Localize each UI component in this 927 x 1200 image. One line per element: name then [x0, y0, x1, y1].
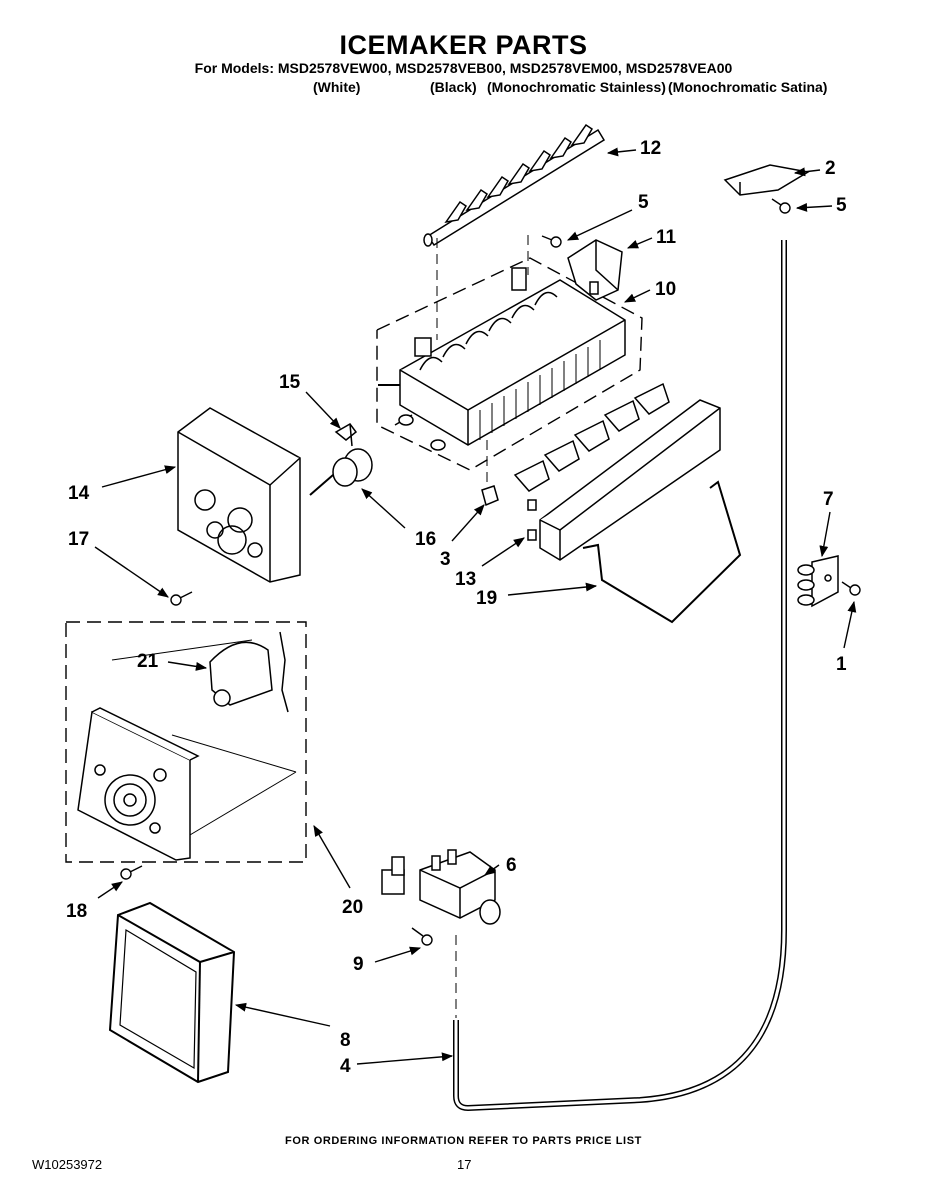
motor-part — [209, 631, 289, 713]
callout-14: 14 — [68, 483, 90, 504]
control-housing-part — [177, 407, 301, 583]
callout-11: 11 — [656, 227, 677, 248]
callout-18: 18 — [66, 901, 87, 922]
callout-8: 8 — [340, 1030, 351, 1051]
callout-16: 16 — [415, 529, 436, 550]
control-module-part — [77, 707, 200, 861]
leader-arrows — [94, 147, 857, 1065]
tube-clamp-part — [797, 555, 839, 608]
callout-4: 4 — [340, 1056, 351, 1077]
callout-7: 7 — [823, 489, 834, 510]
ice-mold-part — [378, 267, 626, 451]
shutoff-arm-part — [582, 480, 742, 624]
callout-17: 17 — [68, 529, 89, 550]
icemaker-assembly-outline — [376, 257, 643, 471]
screw-part — [541, 235, 562, 248]
screw-part — [170, 591, 193, 606]
color-variant-black: (Black) — [430, 79, 477, 95]
screw-part — [120, 865, 143, 880]
thermostat-clip-part — [334, 423, 358, 447]
callout-9: 9 — [353, 954, 364, 975]
callout-1: 1 — [836, 654, 847, 675]
control-kit-outline — [65, 621, 307, 863]
page-title: ICEMAKER PARTS — [339, 30, 588, 60]
models-line: For Models: MSD2578VEW00, MSD2578VEB00, … — [194, 60, 733, 76]
callout-labels: 12 2 5 5 11 10 15 14 16 3 13 19 17 7 1 2… — [66, 138, 847, 1077]
water-valve-part — [381, 849, 501, 925]
callout-10: 10 — [655, 279, 676, 300]
screw-part — [841, 581, 861, 596]
color-variant-stainless: (Monochromatic Stainless) — [487, 79, 666, 95]
color-variant-satina: (Monochromatic Satina) — [668, 79, 828, 95]
clip-part — [481, 485, 499, 507]
color-variant-white: (White) — [313, 79, 361, 95]
callout-13: 13 — [455, 569, 476, 590]
bracket-part — [567, 239, 623, 301]
page-number: 17 — [457, 1157, 472, 1172]
callout-20: 20 — [342, 897, 363, 918]
water-tube-part — [453, 240, 787, 1112]
clamp-part — [723, 164, 811, 196]
callout-5: 5 — [836, 195, 847, 216]
screw-part — [771, 198, 791, 214]
ejector-arm-part — [423, 123, 606, 247]
callout-5: 5 — [638, 192, 649, 213]
document-number: W10253972 — [32, 1157, 103, 1172]
cover-part — [108, 901, 236, 1084]
ice-stripper-part — [513, 382, 721, 561]
thermostat-part — [309, 448, 373, 496]
screw-part — [411, 927, 433, 946]
callout-2: 2 — [825, 158, 836, 179]
callout-12: 12 — [640, 138, 661, 159]
ordering-note: FOR ORDERING INFORMATION REFER TO PARTS … — [285, 1135, 642, 1147]
callout-15: 15 — [279, 372, 301, 393]
callout-6: 6 — [506, 855, 517, 876]
callout-19: 19 — [476, 588, 497, 609]
callout-21: 21 — [137, 651, 159, 672]
callout-3: 3 — [440, 549, 451, 570]
